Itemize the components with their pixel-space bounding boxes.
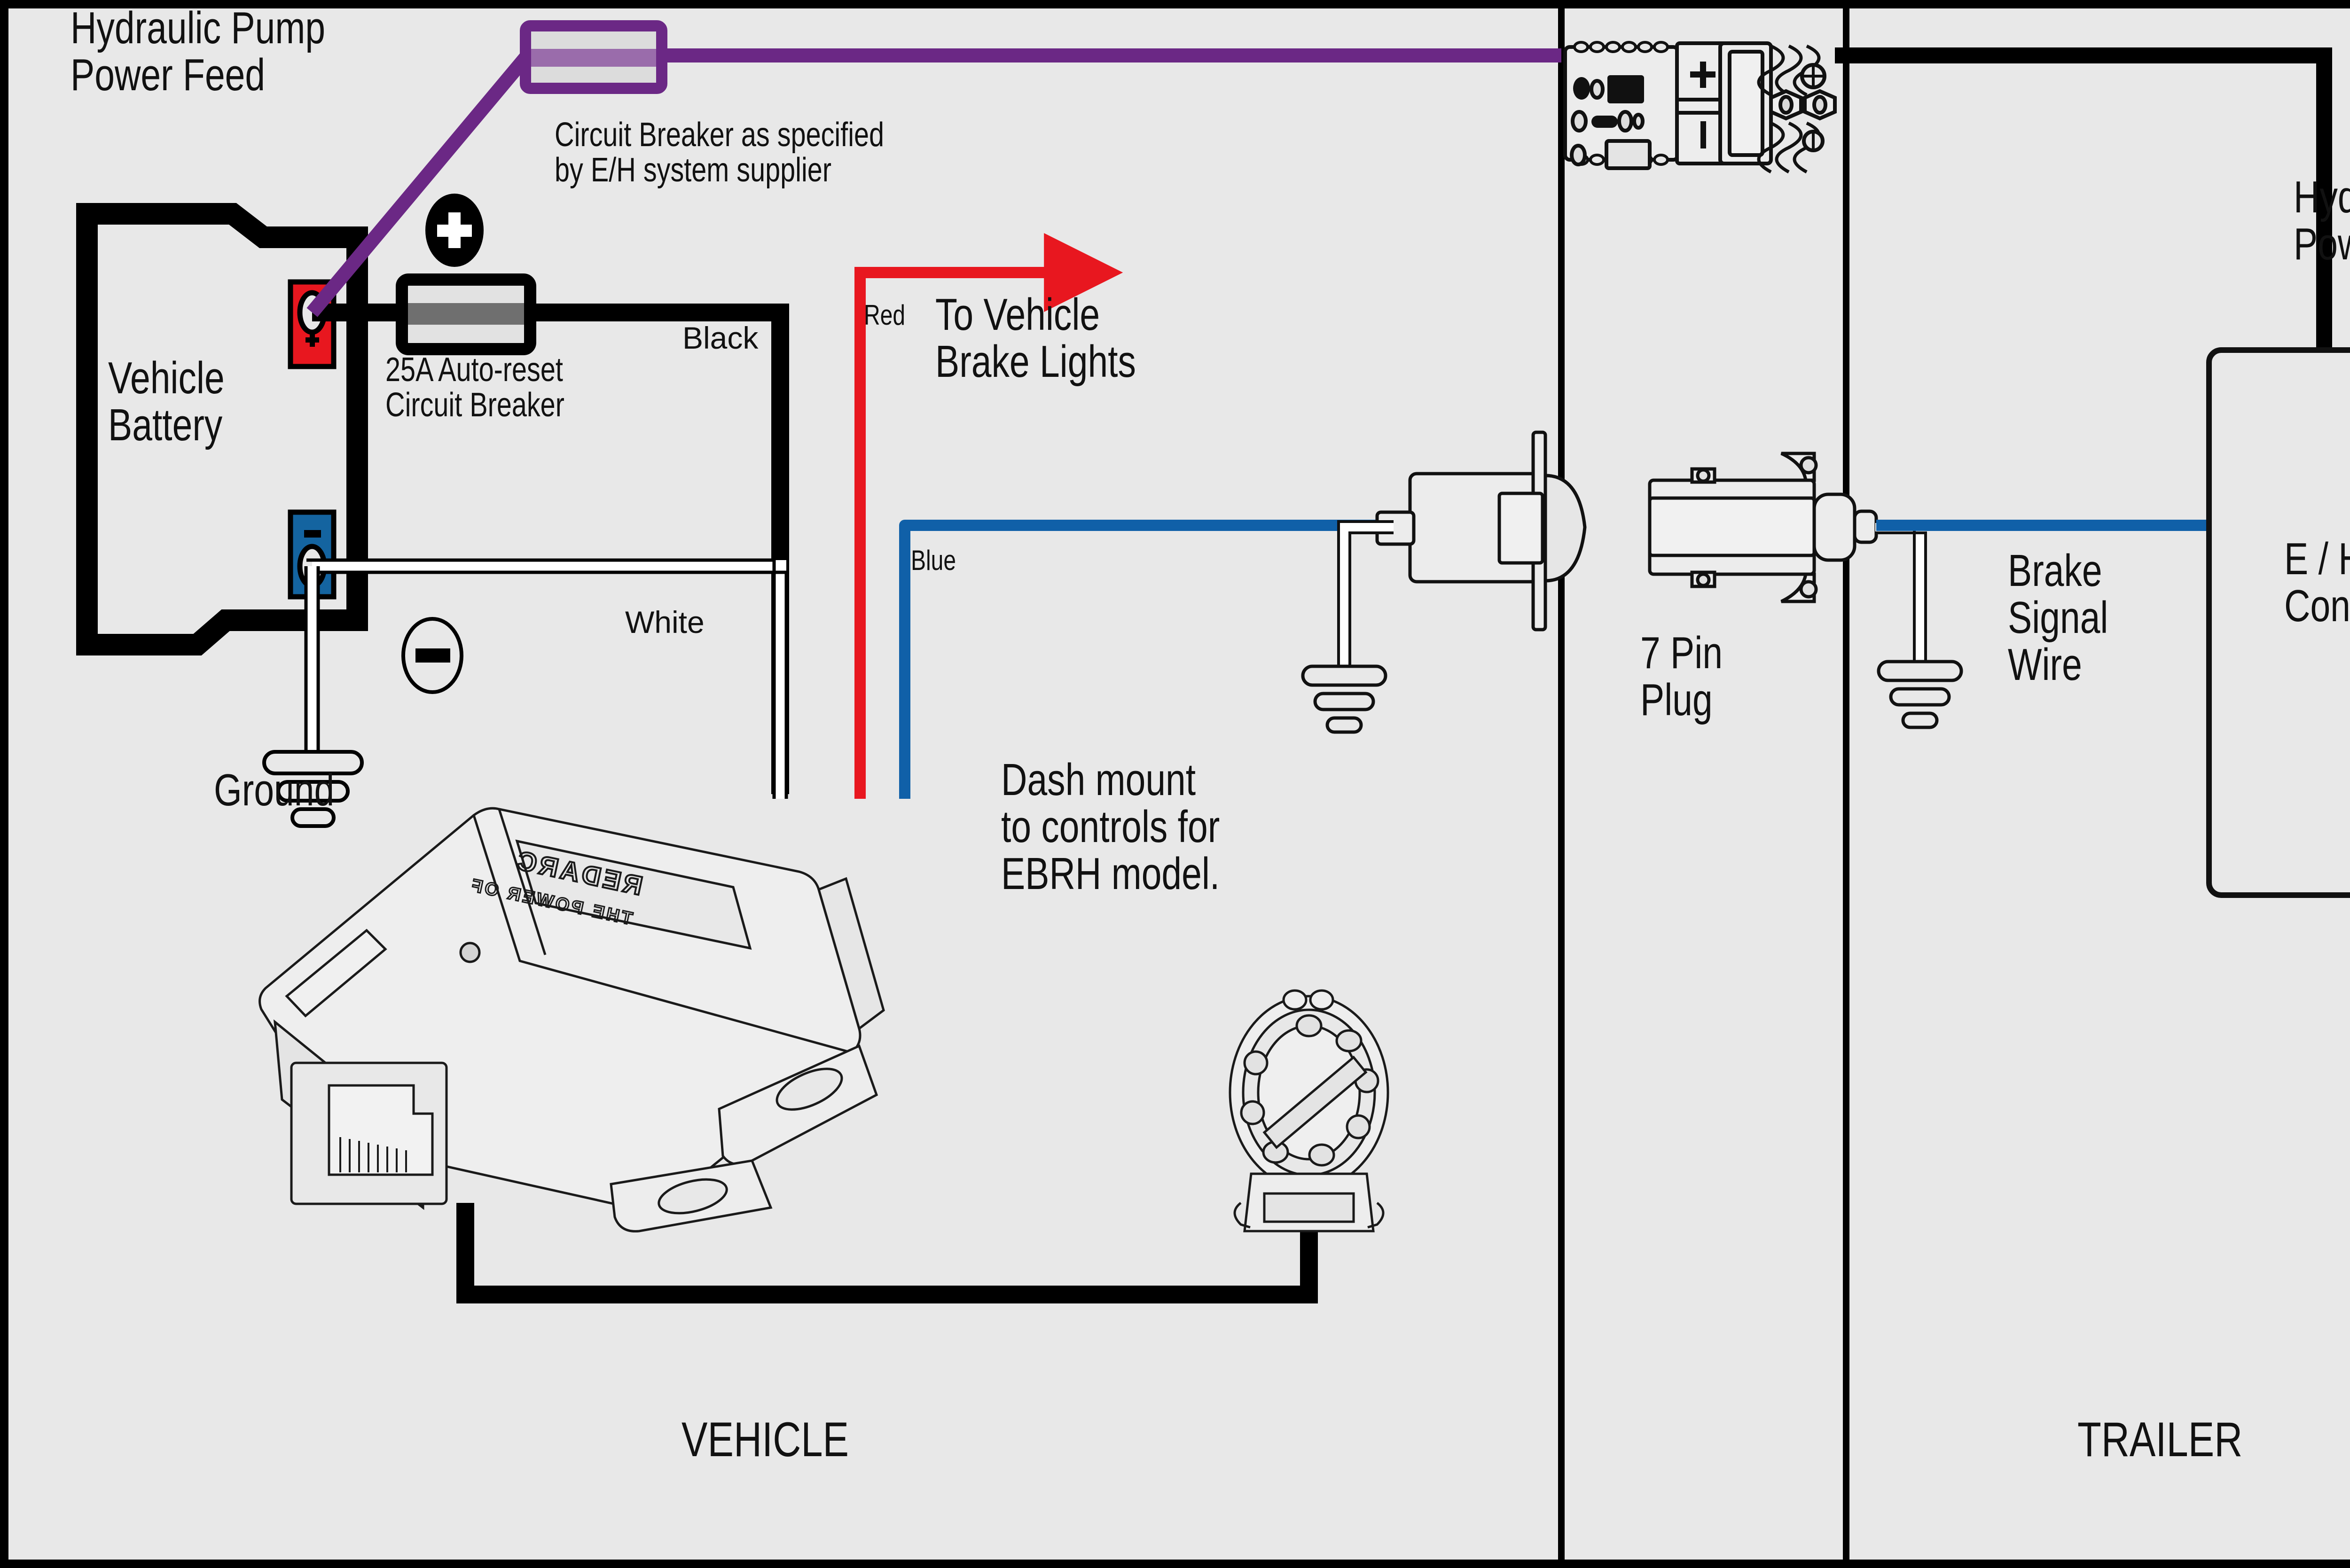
label-ground-vehicle: Ground — [214, 765, 335, 815]
label-wire-black: Black — [682, 320, 759, 355]
anderson-connector-trailer — [1718, 41, 1837, 174]
wire-red-brake-lights — [854, 233, 1123, 799]
label-wire-blue: Blue — [911, 545, 956, 576]
label-circuit-breaker-spec: Circuit Breaker as specified by E/H syst… — [555, 116, 885, 189]
panel-label-trailer: TRAILER — [2077, 1412, 2243, 1467]
ground-symbol-vehicle — [262, 750, 364, 828]
circuit-breaker-25a-band — [408, 303, 524, 325]
label-wire-red: Red — [864, 299, 906, 331]
label-hydraulic-pump-power-feed-trailer: Hydraulic Pump Power Feed — [2294, 172, 2350, 269]
label-dash-mount-note: Dash mount to controls for EBRH model. — [1001, 755, 1220, 899]
dash-mount-knob — [1229, 989, 1389, 1233]
battery-negative-minus-glyph — [304, 530, 321, 538]
wire-white-outline-top — [306, 558, 776, 799]
anderson-minus-glyph — [1700, 121, 1706, 148]
wire-blue-controller-to-plug — [899, 520, 1410, 799]
vehicle-battery-outline — [76, 203, 368, 655]
seven-pin-plug-trailer — [1648, 452, 1878, 603]
battery-positive-plus-glyph — [306, 333, 319, 347]
label-eh-brake-controller: E / H Brake Controller — [2284, 534, 2350, 631]
anderson-connector-vehicle — [1563, 41, 1731, 170]
label-vehicle-battery: Vehicle Battery — [108, 353, 225, 450]
redarc-brake-controller-device — [258, 807, 885, 1233]
ground-symbol-plug-vehicle — [1301, 664, 1387, 734]
wire-black-controller-to-dash-knob — [456, 1203, 1318, 1303]
eh-brake-controller-box — [2206, 347, 2350, 898]
wire-black-pump-feed-trailer — [1835, 47, 2332, 350]
circuit-breaker-spec-band — [531, 49, 656, 67]
label-hydraulic-pump-power-feed-vehicle: Hydraulic Pump Power Feed — [70, 3, 326, 100]
label-brake-signal-wire: Brake Signal Wire — [2008, 546, 2108, 690]
label-seven-pin-plug: 7 Pin Plug — [1640, 628, 1723, 725]
label-wire-white: White — [625, 605, 705, 640]
polarity-minus-badge — [401, 617, 463, 694]
label-to-vehicle-brake-lights: To Vehicle Brake Lights — [935, 289, 1136, 387]
ground-symbol-plug-trailer — [1877, 660, 1963, 729]
seven-pin-socket-vehicle — [1375, 430, 1587, 632]
anderson-plus-glyph — [1690, 62, 1716, 88]
wire-white-ground-run — [312, 560, 786, 799]
wire-white-outline-bottom — [306, 570, 788, 799]
panel-label-vehicle: VEHICLE — [682, 1412, 849, 1467]
label-25a-auto-reset-circuit-breaker: 25A Auto-reset Circuit Breaker — [385, 351, 564, 424]
